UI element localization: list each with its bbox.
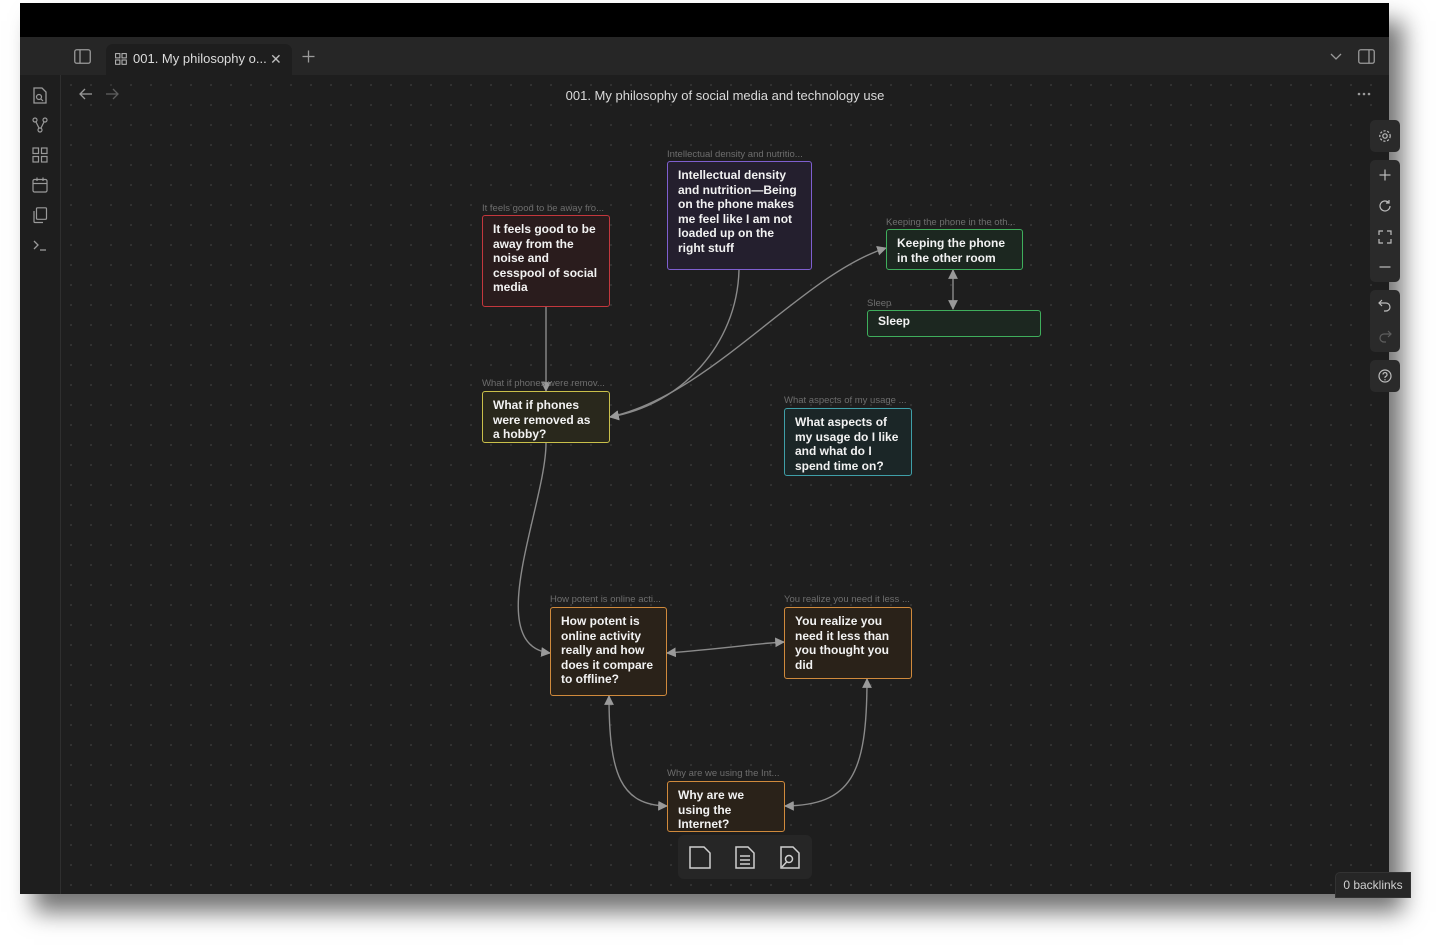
add-media-icon[interactable]	[779, 845, 801, 870]
title-bar	[20, 3, 1389, 37]
edge	[517, 442, 551, 657]
canvas-area[interactable]: 001. My philosophy of social media and t…	[61, 75, 1411, 898]
back-arrow-icon[interactable]	[79, 88, 93, 100]
chevron-down-icon[interactable]	[1330, 53, 1342, 61]
tab-bar: 001. My philosophy o... ✕	[20, 37, 1389, 75]
settings-box	[1370, 120, 1400, 152]
canvas-add-toolbar	[678, 835, 812, 879]
reset-zoom-icon[interactable]	[1378, 199, 1392, 213]
canvas-card[interactable]: Why are we using the Internet?	[667, 781, 785, 832]
canvas-icon	[115, 53, 127, 65]
history-controls	[1370, 290, 1400, 352]
add-note-icon[interactable]	[734, 845, 756, 870]
canvas-card[interactable]: Keeping the phone in the other room	[886, 229, 1023, 270]
edge	[609, 246, 887, 420]
edge	[609, 269, 740, 421]
tab-title: 001. My philosophy o...	[133, 51, 267, 66]
fit-screen-icon[interactable]	[1378, 230, 1392, 244]
help-box	[1370, 360, 1400, 392]
tab-active[interactable]: 001. My philosophy o... ✕	[106, 44, 292, 75]
node-label: Why are we using the Int...	[667, 768, 780, 779]
settings-icon[interactable]	[1378, 129, 1392, 143]
zoom-controls	[1370, 160, 1400, 282]
node-label: Keeping the phone in the oth...	[886, 217, 1016, 228]
node-label: You realize you need it less ...	[784, 594, 910, 605]
canvas-card[interactable]: Intellectual density and nutrition—Being…	[667, 161, 812, 270]
more-options-icon[interactable]	[1357, 92, 1371, 96]
templates-icon[interactable]	[32, 207, 48, 224]
edge	[666, 637, 785, 658]
app-window: 001. My philosophy o... ✕	[20, 3, 1411, 898]
new-tab-icon[interactable]	[302, 50, 315, 63]
note-title: 001. My philosophy of social media and t…	[565, 88, 885, 103]
edge	[604, 695, 668, 811]
edge	[784, 678, 872, 811]
zoom-in-icon[interactable]	[1379, 169, 1391, 181]
node-label: Sleep	[867, 298, 892, 309]
redo-icon[interactable]	[1378, 330, 1392, 343]
left-ribbon	[20, 75, 61, 894]
close-icon[interactable]: ✕	[270, 51, 282, 67]
undo-icon[interactable]	[1378, 299, 1392, 312]
canvas-card[interactable]: It feels good to be away from the noise …	[482, 215, 610, 307]
node-label: How potent is online acti...	[550, 594, 661, 605]
forward-arrow-icon[interactable]	[105, 88, 119, 100]
canvas-card[interactable]: How potent is online activity really and…	[550, 607, 667, 696]
node-label: Intellectual density and nutritio...	[667, 149, 803, 160]
zoom-out-icon[interactable]	[1379, 266, 1391, 268]
canvas-card[interactable]: Sleep	[867, 310, 1041, 337]
graph-view-icon[interactable]	[32, 117, 48, 133]
canvas-card[interactable]: What if phones were removed as a hobby?	[482, 391, 610, 443]
command-palette-icon[interactable]	[32, 237, 48, 253]
canvas-edges	[517, 246, 958, 811]
open-quick-switcher-icon[interactable]	[32, 87, 48, 104]
canvas-card[interactable]: You realize you need it less than you th…	[784, 607, 912, 679]
node-label: It feels good to be away fro...	[482, 203, 604, 214]
backlinks-status[interactable]: 0 backlinks	[1335, 872, 1411, 898]
node-label: What aspects of my usage ...	[784, 395, 907, 406]
canvas-card[interactable]: What aspects of my usage do I like and w…	[784, 408, 912, 476]
help-icon[interactable]	[1378, 369, 1392, 383]
node-label: What if phones were remov...	[482, 378, 605, 389]
new-card-icon[interactable]	[688, 845, 712, 870]
right-sidebar-toggle-icon[interactable]	[1358, 49, 1375, 64]
daily-note-icon[interactable]	[32, 177, 48, 193]
canvas-icon[interactable]	[32, 147, 48, 163]
sidebar-toggle-icon[interactable]	[74, 49, 91, 64]
